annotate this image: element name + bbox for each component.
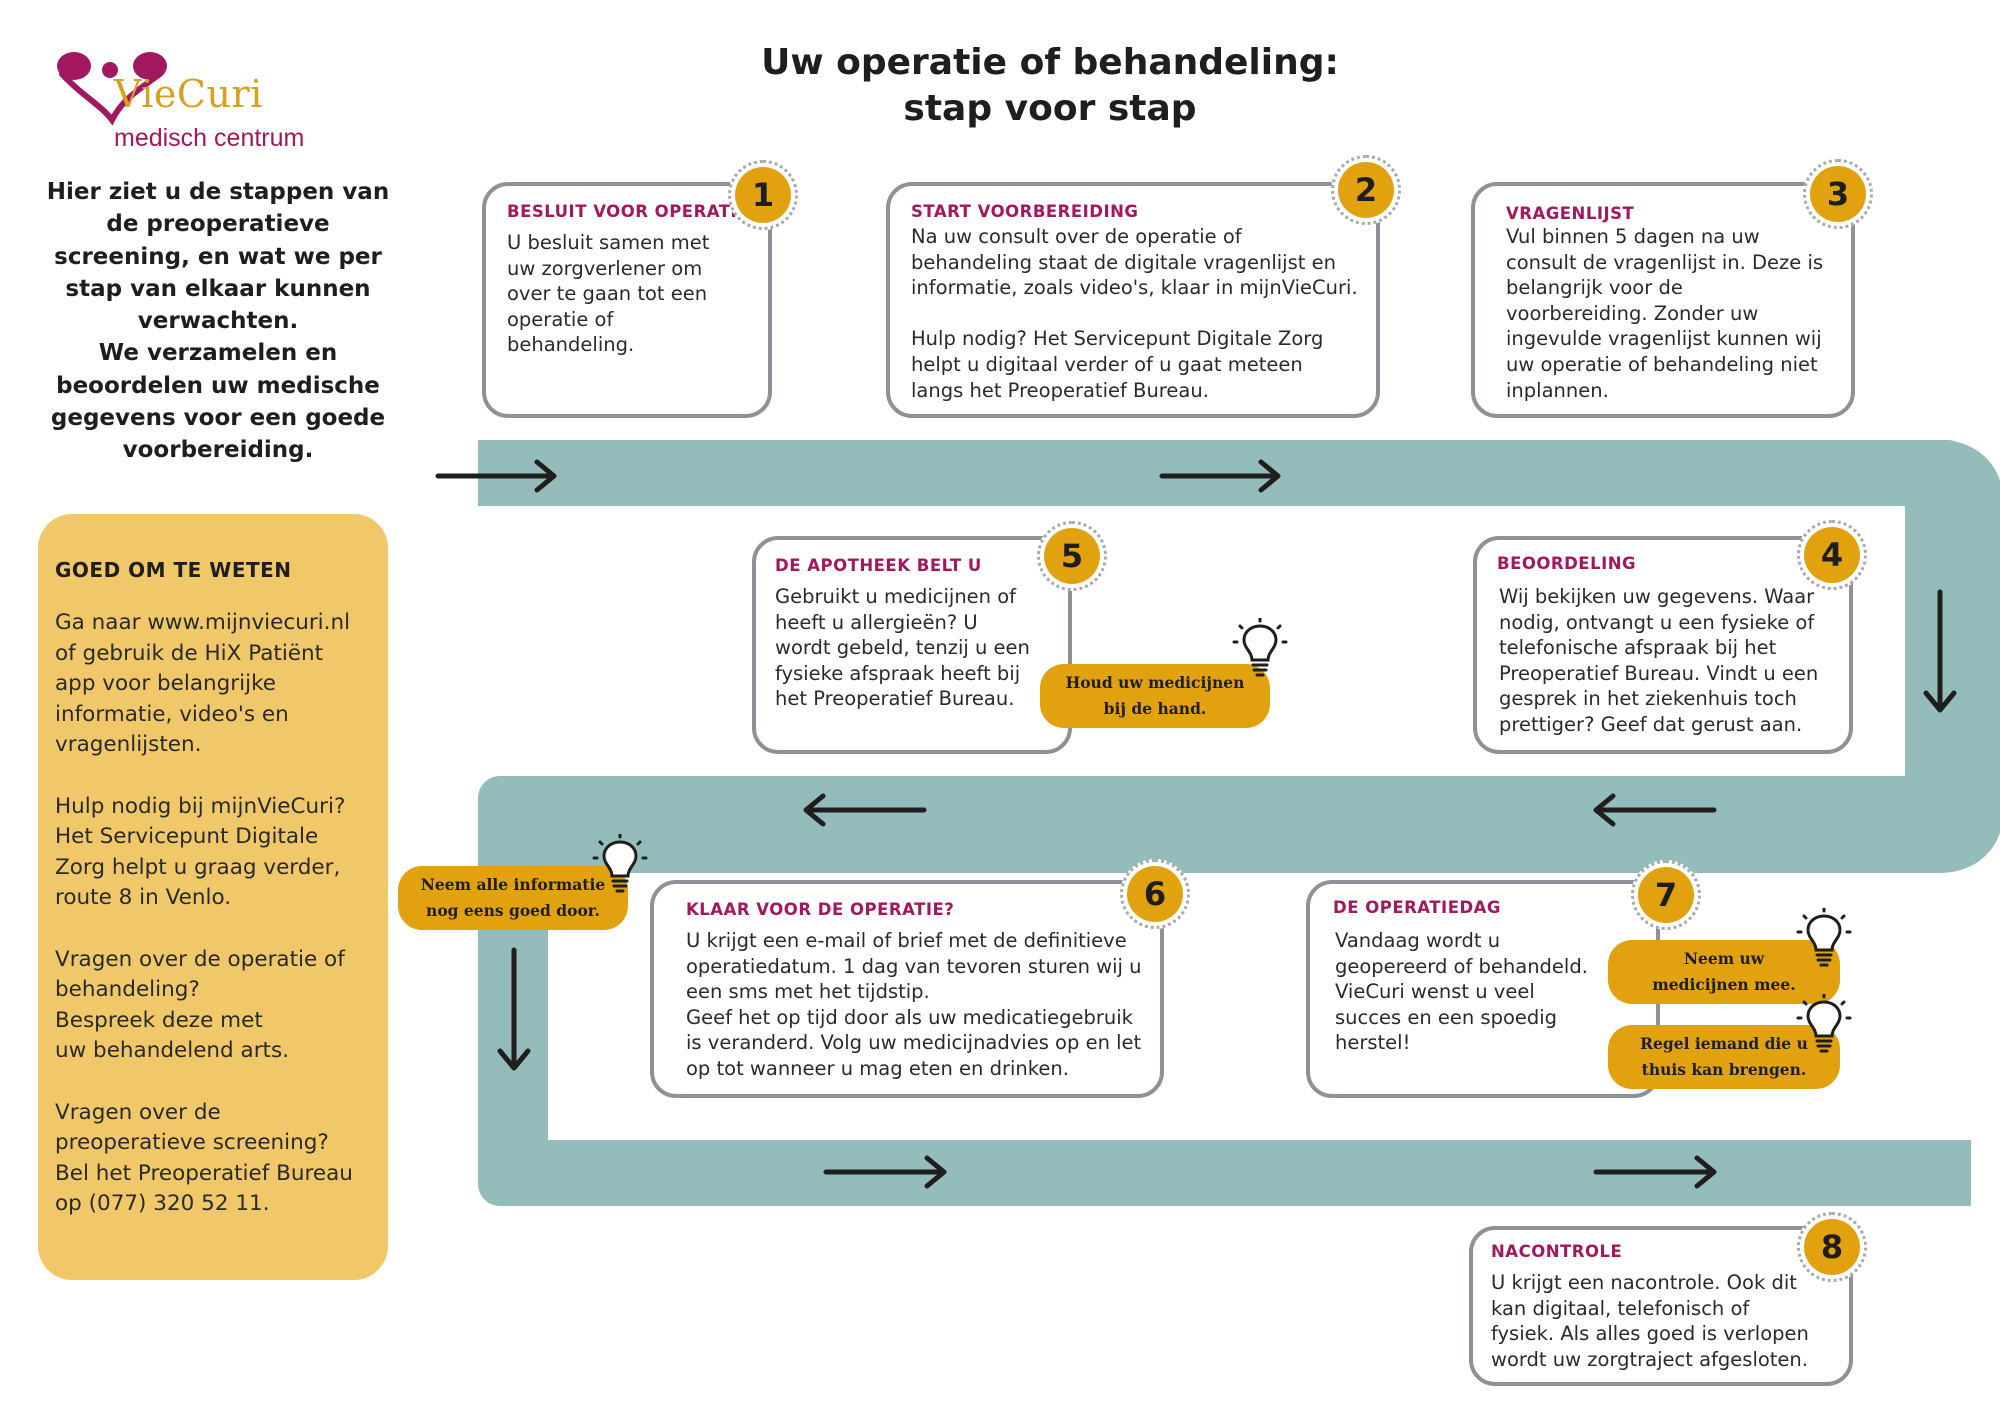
step-number-badge: 2 xyxy=(1331,155,1401,225)
intro-line: Hier ziet u de stappen van xyxy=(46,179,390,205)
info-paragraph: Ga naar www.mijnviecuri.nl of gebruik de… xyxy=(55,610,351,757)
arrow-left xyxy=(803,793,927,827)
intro-line: screening, en wat we per xyxy=(54,243,382,270)
step-card-8 xyxy=(1469,1226,1853,1386)
intro-text: Hier ziet u de stappen van de preoperati… xyxy=(38,176,398,467)
lightbulb-icon xyxy=(1796,908,1852,967)
info-heading: GOED OM TE WETEN xyxy=(55,558,292,582)
step-number-badge: 4 xyxy=(1797,520,1867,590)
page-title: Uw operatie of behandeling: stap voor st… xyxy=(700,40,1400,132)
good-to-know-box: GOED OM TE WETEN Ga naar www.mijnviecuri… xyxy=(38,514,388,1280)
step-card-5 xyxy=(752,536,1072,754)
logo-subtitle: medisch centrum xyxy=(114,124,305,152)
step-number-badge: 8 xyxy=(1797,1212,1867,1282)
intro-line: We verzamelen en xyxy=(98,340,338,367)
title-line-1: Uw operatie of behandeling: xyxy=(761,42,1339,83)
step-text: U krijgt een e-mail of brief met de defi… xyxy=(686,929,1142,1080)
step-number-badge: 7 xyxy=(1631,860,1701,930)
step-title: BESLUIT VOOR OPERATIE xyxy=(507,202,749,221)
intro-line: de preoperatieve xyxy=(106,211,330,238)
lightbulb-icon xyxy=(1232,618,1288,677)
arrow-right xyxy=(1593,1155,1717,1189)
info-paragraph: Vragen over de operatie of behandeling? … xyxy=(55,946,345,1064)
step-number-badge: 3 xyxy=(1803,159,1873,229)
lightbulb-icon xyxy=(1796,994,1852,1053)
arrow-right xyxy=(1159,459,1281,493)
arrow-left xyxy=(1593,793,1717,827)
viecuri-logo-mark xyxy=(57,52,167,126)
step-card-1 xyxy=(482,182,772,418)
intro-line: gegevens voor een goede xyxy=(50,405,386,432)
arrow-down xyxy=(1923,589,1957,713)
intro-line: verwachten. xyxy=(137,308,299,335)
arrow-right xyxy=(435,459,557,493)
step-title: NACONTROLE xyxy=(1491,1242,1623,1261)
step-card-4 xyxy=(1473,536,1853,754)
step-number-badge: 5 xyxy=(1037,521,1107,591)
intro-line: stap van elkaar kunnen xyxy=(65,275,371,302)
intro-line: voorbereiding. xyxy=(122,437,314,464)
step-title: DE OPERATIEDAG xyxy=(1333,898,1501,917)
step-number-badge: 6 xyxy=(1120,859,1190,929)
info-paragraph: Hulp nodig bij mijnVieCuri? Het Servicep… xyxy=(55,793,346,911)
arrow-down xyxy=(497,947,531,1071)
logo-name: VieCuri xyxy=(114,72,263,116)
step-title: DE APOTHEEK BELT U xyxy=(775,556,982,575)
lightbulb-icon xyxy=(592,834,648,893)
arrow-right xyxy=(823,1155,947,1189)
step-number-badge: 1 xyxy=(728,160,798,230)
step-card-3 xyxy=(1471,182,1855,418)
title-line-2: stap voor stap xyxy=(903,88,1197,129)
step-title: BEOORDELING xyxy=(1497,554,1637,573)
info-paragraph: Vragen over de preoperatieve screening? … xyxy=(55,1099,353,1217)
step-card-2 xyxy=(886,182,1380,418)
step-title: VRAGENLIJST xyxy=(1506,204,1635,223)
step-card-6 xyxy=(650,880,1164,1098)
step-title: KLAAR VOOR DE OPERATIE? xyxy=(686,900,955,919)
step-title: START VOORBEREIDING xyxy=(911,202,1139,221)
intro-line: beoordelen uw medische xyxy=(56,372,380,399)
step-card-7 xyxy=(1306,880,1660,1098)
